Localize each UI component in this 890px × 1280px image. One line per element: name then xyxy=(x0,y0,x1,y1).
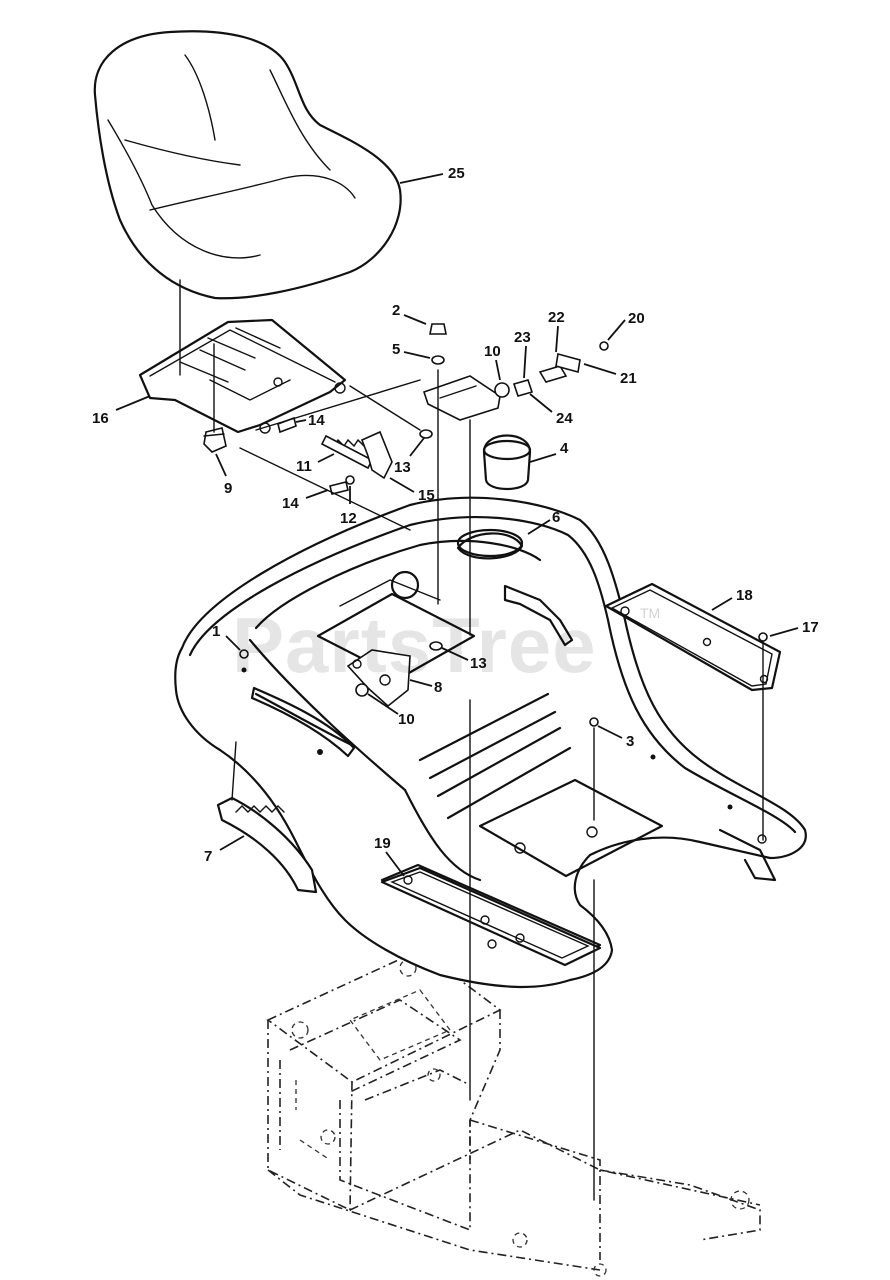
callout-10-upper: 10 xyxy=(484,343,501,360)
seat-25 xyxy=(93,30,402,300)
floor-mat-19 xyxy=(380,866,602,967)
hardware xyxy=(239,323,768,727)
callout-22: 22 xyxy=(548,309,565,326)
callout-19: 19 xyxy=(374,835,391,852)
callout-2: 2 xyxy=(392,302,400,319)
callout-25: 25 xyxy=(448,165,465,182)
callout-16: 16 xyxy=(92,410,109,427)
watermark-trademark: TM xyxy=(640,605,660,621)
callout-8: 8 xyxy=(434,679,442,696)
callout-14-upper: 14 xyxy=(308,412,325,429)
seat-pan-16 xyxy=(138,318,347,434)
callout-12: 12 xyxy=(340,510,357,527)
callout-9: 9 xyxy=(224,480,232,497)
footrest-panel-18 xyxy=(604,582,782,692)
callout-6: 6 xyxy=(552,509,560,526)
watermark-text: PartsTree xyxy=(232,601,597,689)
knob-9 xyxy=(203,427,227,453)
lever-trim-7 xyxy=(216,796,318,894)
callout-20: 20 xyxy=(628,310,645,327)
callout-15: 15 xyxy=(418,487,435,504)
fender-body xyxy=(174,496,807,989)
callout-13-lower: 13 xyxy=(470,655,487,672)
callouts: 25 2 5 10 23 22 20 21 24 16 14 11 13 4 9… xyxy=(92,165,819,877)
callout-4: 4 xyxy=(560,440,569,457)
callout-24: 24 xyxy=(556,410,573,427)
callout-1: 1 xyxy=(212,623,220,640)
callout-5: 5 xyxy=(392,341,400,358)
callout-17: 17 xyxy=(802,619,819,636)
watermark: PartsTree TM xyxy=(232,601,660,689)
callout-18: 18 xyxy=(736,587,753,604)
callout-21: 21 xyxy=(620,370,637,387)
callout-3: 3 xyxy=(626,733,634,750)
callout-11: 11 xyxy=(296,458,312,475)
callout-23: 23 xyxy=(514,329,531,346)
callout-13-upper: 13 xyxy=(394,459,411,476)
callout-14-lower: 14 xyxy=(282,495,299,512)
callout-7: 7 xyxy=(204,848,212,865)
chassis-frame xyxy=(266,949,761,1277)
callout-10-lower: 10 xyxy=(398,711,415,728)
assembly-lines xyxy=(179,279,764,1201)
